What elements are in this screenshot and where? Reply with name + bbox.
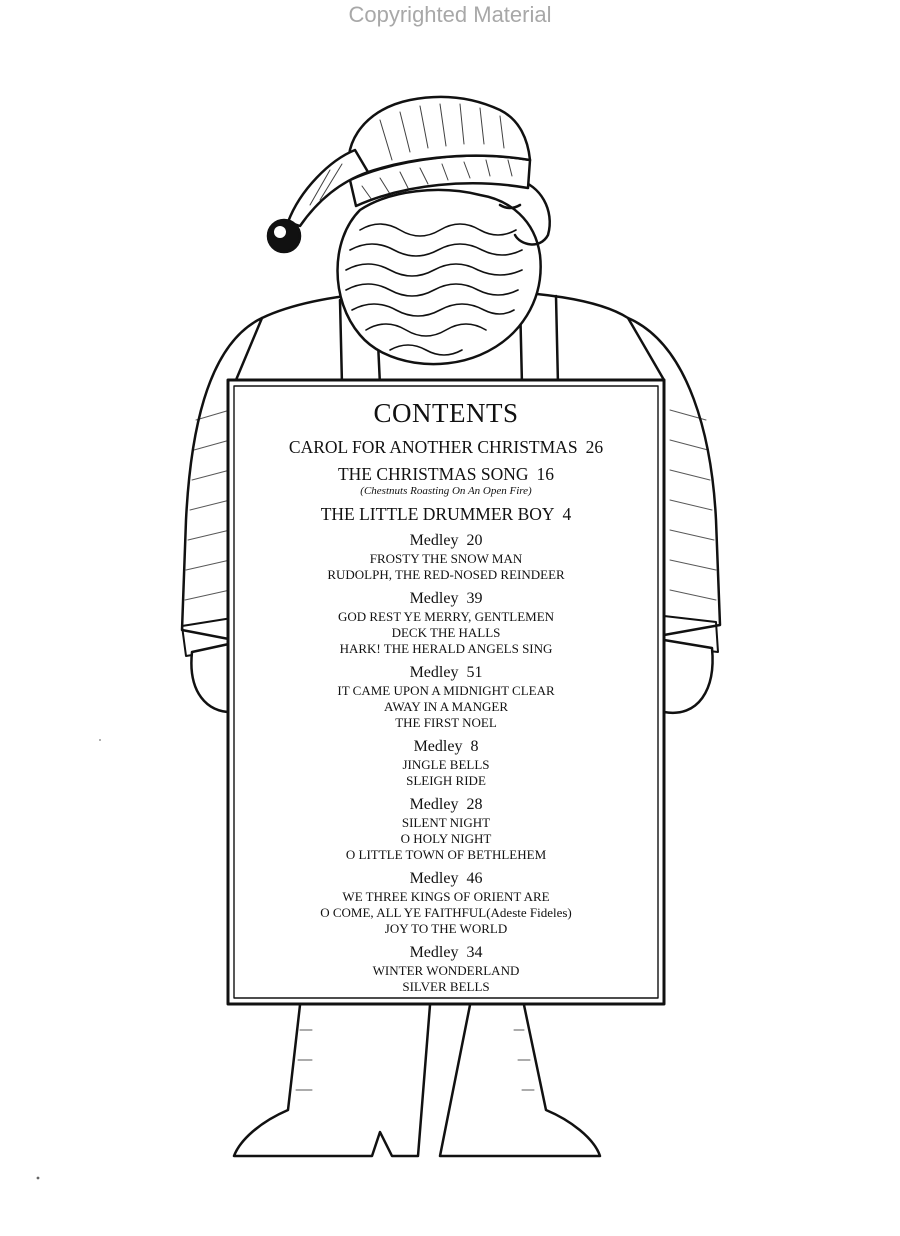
coat-hatching <box>184 409 717 601</box>
song-title: WINTER WONDERLAND <box>372 962 520 978</box>
song-title: SILVER BELLS <box>402 978 490 994</box>
copyright-watermark: Copyrighted Material <box>348 2 552 27</box>
song-title: O COME, ALL YE FAITHFUL(Adeste Fideles) <box>320 904 572 920</box>
main-entry: CAROL FOR ANOTHER CHRISTMAS 26 <box>232 437 660 457</box>
song-title: DECK THE HALLS <box>391 624 501 640</box>
medley-page: 20 <box>466 531 483 549</box>
medley-page: 34 <box>466 943 483 961</box>
right-leg <box>438 1003 602 1158</box>
song-title: THE FIRST NOEL <box>395 714 497 730</box>
entry-page: 26 <box>585 437 604 457</box>
hat-hatching <box>309 103 505 206</box>
medley-label: Medley <box>413 737 463 755</box>
sign-board <box>226 378 666 1006</box>
left-leg <box>232 1003 432 1158</box>
leg-hatching <box>295 1029 535 1091</box>
song-title: WE THREE KINGS OF ORIENT ARE <box>342 888 550 904</box>
medley-label: Medley <box>409 589 459 607</box>
beard-curls <box>345 223 523 356</box>
song-title: JINGLE BELLS <box>402 756 490 772</box>
entry-subtitle: (Chestnuts Roasting On An Open Fire) <box>360 485 532 497</box>
entry-title: THE CHRISTMAS SONG <box>337 463 529 484</box>
song-title: RUDOLPH, THE RED-NOSED REINDEER <box>327 566 565 582</box>
medley-group: Medley 8 JINGLE BELLS SLEIGH RIDE <box>232 737 660 789</box>
entry-page: 16 <box>536 463 555 484</box>
coat-outline <box>180 316 264 642</box>
medley-group: Medley 51 IT CAME UPON A MIDNIGHT CLEAR A… <box>232 663 660 731</box>
entry-title: THE LITTLE DRUMMER BOY <box>320 504 555 524</box>
medley-label: Medley <box>409 795 459 813</box>
eye <box>498 203 522 210</box>
medley-group: Medley 46 WE THREE KINGS OF ORIENT ARE O … <box>232 869 660 937</box>
medley-group: Medley 34 WINTER WONDERLAND SILVER BELLS <box>232 943 660 995</box>
medley-label: Medley <box>409 531 459 549</box>
song-title: FROSTY THE SNOW MAN <box>369 550 523 566</box>
medley-group: Medley 28 SILENT NIGHT O HOLY NIGHT O LIT… <box>232 795 660 863</box>
medley-page: 39 <box>466 589 483 607</box>
main-entry: THE LITTLE DRUMMER BOY 4 <box>232 504 660 524</box>
medley-label: Medley <box>409 663 459 681</box>
medley-page: 46 <box>466 869 483 887</box>
contents-list: CONTENTS CAROL FOR ANOTHER CHRISTMAS 26 T… <box>232 400 660 995</box>
contents-heading: CONTENTS <box>373 398 519 428</box>
song-title: AWAY IN A MANGER <box>383 698 509 714</box>
hat-band-hatching <box>361 159 513 201</box>
entry-page: 4 <box>562 504 572 524</box>
medley-label: Medley <box>409 869 459 887</box>
medley-group: Medley 39 GOD REST YE MERRY, GENTLEMEN DE… <box>232 589 660 657</box>
nose <box>513 178 551 246</box>
main-entry: THE CHRISTMAS SONG 16 (Chestnuts Roasting… <box>232 463 660 498</box>
medley-page: 8 <box>470 737 479 755</box>
song-title: GOD REST YE MERRY, GENTLEMEN <box>337 608 555 624</box>
song-title: IT CAME UPON A MIDNIGHT CLEAR <box>337 682 555 698</box>
song-title: SLEIGH RIDE <box>406 772 486 788</box>
medley-group: Medley 20 FROSTY THE SNOW MAN RUDOLPH, TH… <box>232 531 660 583</box>
hat <box>347 95 532 180</box>
song-title: HARK! THE HERALD ANGELS SING <box>339 640 553 656</box>
medley-page: 51 <box>466 663 483 681</box>
song-title: JOY TO THE WORLD <box>384 920 508 936</box>
coat-outline-right <box>626 316 722 637</box>
sign-board-inner <box>233 385 659 999</box>
medley-page: 28 <box>466 795 483 813</box>
medley-label: Medley <box>409 943 459 961</box>
entry-title: CAROL FOR ANOTHER CHRISTMAS <box>288 437 578 457</box>
song-title: O HOLY NIGHT <box>400 830 492 846</box>
song-title: SILENT NIGHT <box>401 814 491 830</box>
song-title: O LITTLE TOWN OF BETHLEHEM <box>345 846 547 862</box>
beard <box>336 188 542 366</box>
